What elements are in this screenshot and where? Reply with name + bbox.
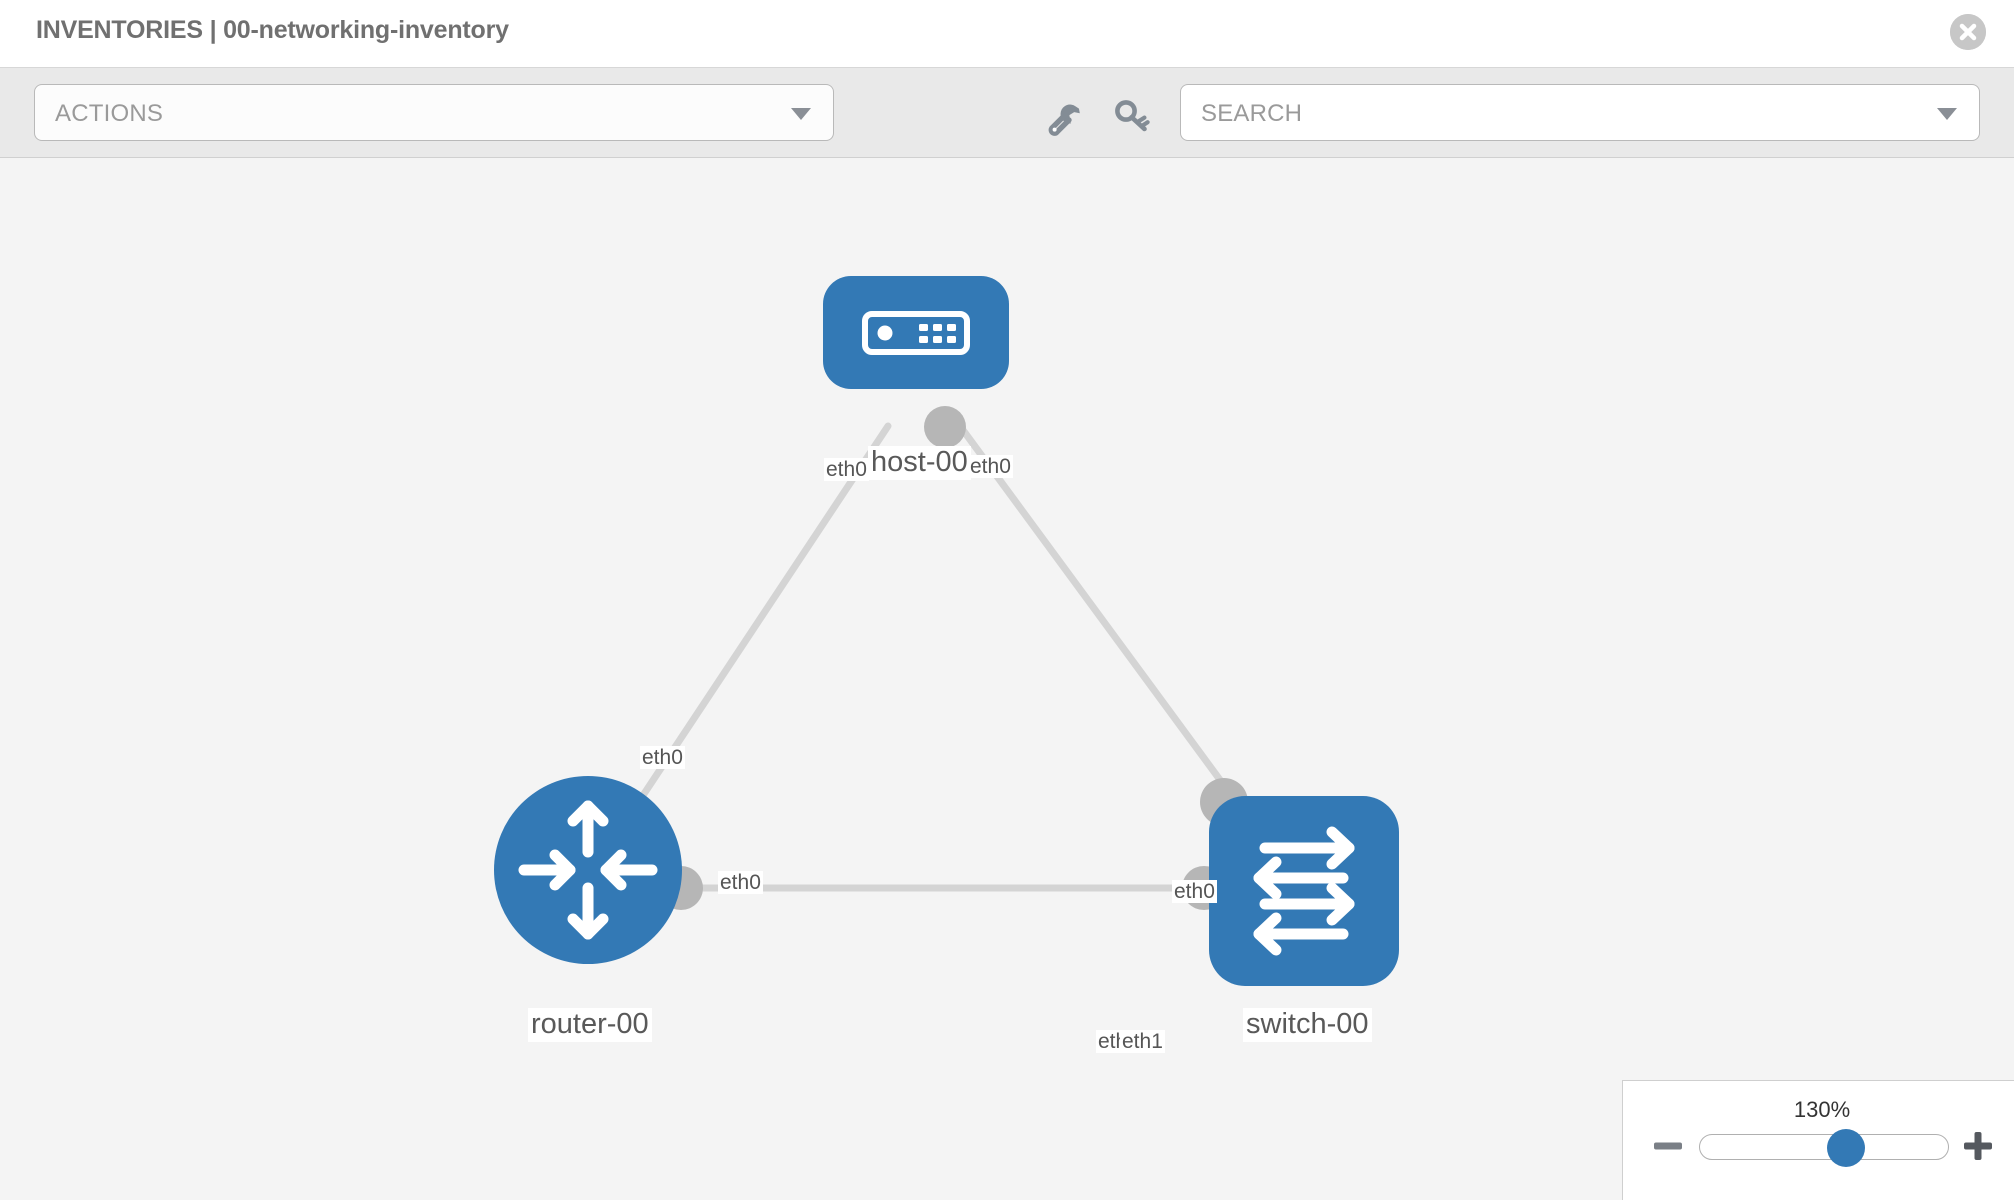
zoom-level-value: 130% xyxy=(1793,1097,1851,1122)
chevron-down-icon xyxy=(1937,107,1957,120)
node-label-host-00: host-00 xyxy=(868,446,971,480)
key-button[interactable] xyxy=(1112,96,1152,136)
zoom-slider-thumb[interactable] xyxy=(1827,1129,1865,1167)
server-icon xyxy=(823,276,1009,389)
iface-dot-host-right xyxy=(924,406,966,448)
zoom-control-panel: 130% xyxy=(1622,1080,2014,1200)
topology-canvas[interactable]: host-00 eth0 eth0 xyxy=(0,158,2014,1200)
edge-label-router-right: eth0 xyxy=(718,871,763,895)
node-switch-00[interactable] xyxy=(1209,796,1399,986)
node-label-switch-00: switch-00 xyxy=(1243,1008,1372,1042)
actions-dropdown-label: ACTIONS xyxy=(55,100,164,127)
search-dropdown[interactable]: SEARCH xyxy=(1180,84,1980,141)
link-host-switch xyxy=(956,422,1252,822)
edge-label-host-right: eth0 xyxy=(968,455,1013,479)
node-router-00[interactable] xyxy=(494,776,682,964)
switch-arrows-icon xyxy=(1209,796,1399,986)
wrench-icon xyxy=(1048,104,1080,136)
close-icon xyxy=(1950,14,1986,50)
search-input-placeholder: SEARCH xyxy=(1201,100,1303,127)
zoom-out-button[interactable] xyxy=(1651,1129,1685,1163)
page-title: INVENTORIES | 00-networking-inventory xyxy=(36,16,509,44)
edge-label-router-up: eth0 xyxy=(640,746,685,770)
node-label-router-00: router-00 xyxy=(528,1008,652,1042)
wrench-button[interactable] xyxy=(1044,96,1084,136)
actions-dropdown[interactable]: ACTIONS xyxy=(34,84,834,141)
edge-label-switch-up: eth0 xyxy=(1172,880,1217,904)
minus-icon xyxy=(1654,1142,1682,1150)
plus-icon xyxy=(1964,1132,1992,1160)
node-host-00[interactable] xyxy=(823,276,1009,389)
toolbar: ACTIONS SEARCH xyxy=(0,68,2014,158)
zoom-slider-track[interactable] xyxy=(1699,1129,1949,1167)
router-arrows-icon xyxy=(494,776,682,964)
edge-label-switch-left-b: eth1 xyxy=(1120,1030,1165,1054)
page-header: INVENTORIES | 00-networking-inventory xyxy=(0,0,2014,68)
zoom-in-button[interactable] xyxy=(1961,1129,1995,1163)
close-button[interactable] xyxy=(1950,14,1986,50)
key-icon xyxy=(1115,100,1150,132)
edge-label-host-left: eth0 xyxy=(824,458,869,482)
chevron-down-icon xyxy=(791,107,811,120)
